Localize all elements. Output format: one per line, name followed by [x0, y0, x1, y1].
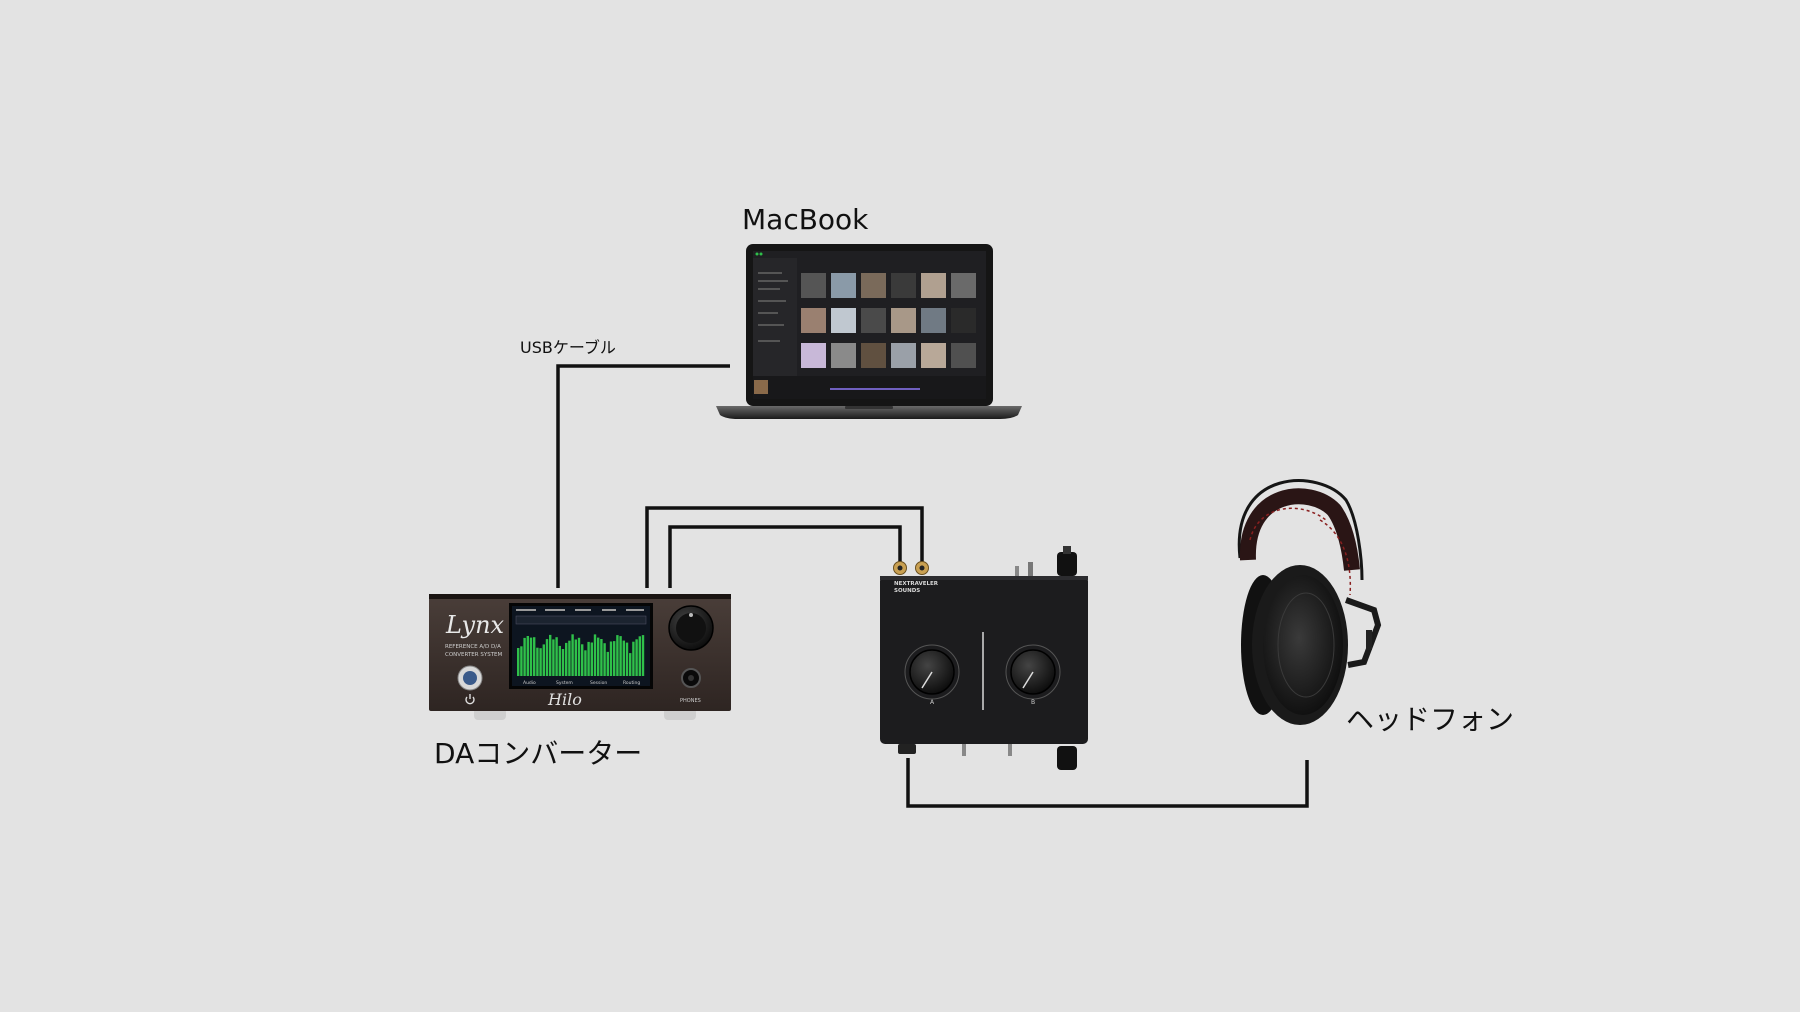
- meter-bar: [542, 644, 545, 676]
- meter-bar: [629, 653, 632, 676]
- meter-bar: [635, 639, 638, 676]
- album-thumbnail: [831, 308, 856, 333]
- meter-bar: [577, 637, 581, 676]
- meter-bar: [545, 639, 549, 676]
- amp-knob-b: B: [1005, 644, 1061, 706]
- album-thumbnail: [891, 343, 916, 368]
- amp-knob-a: A: [904, 644, 960, 706]
- meter-bar: [622, 640, 625, 676]
- meter-bar: [641, 635, 645, 676]
- meter-bar: [568, 640, 571, 676]
- headphone-cable: [906, 758, 1309, 808]
- meter-bar: [581, 644, 584, 676]
- album-thumbnail: [861, 308, 886, 333]
- meter-bar: [597, 637, 600, 676]
- usb-cable: [556, 364, 730, 588]
- album-thumbnail: [801, 308, 826, 333]
- rca-cable-inner: [668, 525, 902, 588]
- dac-subtitle-1: REFERENCE A/D D/A: [445, 644, 501, 650]
- meter-bar: [600, 639, 603, 676]
- meter-bar: [565, 642, 568, 676]
- meter-bar: [523, 637, 526, 676]
- meter-bar: [625, 642, 629, 676]
- amp-knob-a-label: A: [930, 699, 935, 706]
- rca-cable-outer: [645, 506, 924, 588]
- meter-bar: [609, 641, 613, 676]
- headphones: [1237, 479, 1382, 725]
- headphones-label: ヘッドフォン: [1346, 703, 1515, 736]
- screen-tab-system: System: [556, 680, 573, 686]
- meter-bar: [638, 636, 641, 676]
- album-thumbnail: [951, 343, 976, 368]
- da-converter-label: DAコンバーター: [434, 737, 643, 770]
- album-thumbnail: [891, 273, 916, 298]
- meter-bar: [603, 643, 606, 676]
- album-thumbnail: [951, 273, 976, 298]
- meter-bar: [526, 636, 529, 676]
- album-thumbnail: [921, 308, 946, 333]
- album-thumbnail: [801, 273, 826, 298]
- album-thumbnail: [831, 343, 856, 368]
- album-thumbnail: [891, 308, 916, 333]
- meter-bar: [558, 645, 561, 676]
- meter-bar: [571, 634, 574, 676]
- usb-cable-label: USBケーブル: [520, 338, 616, 357]
- screen-tab-audio: Audio: [523, 680, 536, 686]
- meter-bar: [555, 637, 558, 676]
- macbook: [716, 244, 1022, 419]
- album-thumbnail: [921, 343, 946, 368]
- meter-bar: [619, 636, 622, 676]
- meter-bar: [616, 635, 619, 676]
- album-thumbnail: [951, 308, 976, 333]
- meter-bar: [517, 648, 520, 676]
- power-icon: [465, 694, 475, 705]
- dac-brand: Lynx: [445, 611, 505, 639]
- meter-bar: [520, 646, 523, 676]
- macbook-label: MacBook: [742, 203, 869, 236]
- meter-bar: [549, 634, 552, 676]
- cables: [556, 364, 1309, 808]
- meter-bar: [533, 637, 536, 676]
- dac-subtitle-2: CONVERTER SYSTEM: [445, 652, 503, 658]
- meter-bar: [539, 648, 542, 676]
- album-thumbnail: [921, 273, 946, 298]
- album-thumbnail: [861, 343, 886, 368]
- screen-tab-routing: Routing: [623, 680, 640, 686]
- headphone-amp: NEXTRAVELER SOUNDS A B: [880, 546, 1088, 770]
- amp-brand-1: NEXTRAVELER: [894, 581, 939, 587]
- level-meter: [517, 634, 645, 676]
- meter-bar: [606, 651, 609, 676]
- album-grid: [801, 273, 976, 368]
- album-thumbnail: [801, 343, 826, 368]
- meter-bar: [613, 641, 616, 676]
- dac-model: Hilo: [547, 690, 582, 709]
- meter-bar: [536, 647, 539, 676]
- rca-jacks: [893, 561, 929, 575]
- album-thumbnail: [861, 273, 886, 298]
- meter-bar: [552, 639, 555, 676]
- dac-phones-label: PHONES: [680, 698, 701, 704]
- meter-bar: [574, 639, 577, 676]
- album-thumbnail: [831, 273, 856, 298]
- da-converter: Lynx REFERENCE A/D D/A CONVERTER SYSTEM …: [429, 594, 731, 720]
- meter-bar: [584, 650, 587, 676]
- meter-bar: [593, 634, 597, 676]
- screen-tab-session: Session: [590, 680, 607, 686]
- amp-knob-b-label: B: [1031, 699, 1035, 706]
- meter-bar: [590, 642, 593, 676]
- amp-brand-2: SOUNDS: [894, 588, 920, 594]
- meter-bar: [632, 641, 635, 676]
- meter-bar: [529, 637, 533, 676]
- meter-bar: [561, 649, 565, 676]
- meter-bar: [587, 641, 590, 676]
